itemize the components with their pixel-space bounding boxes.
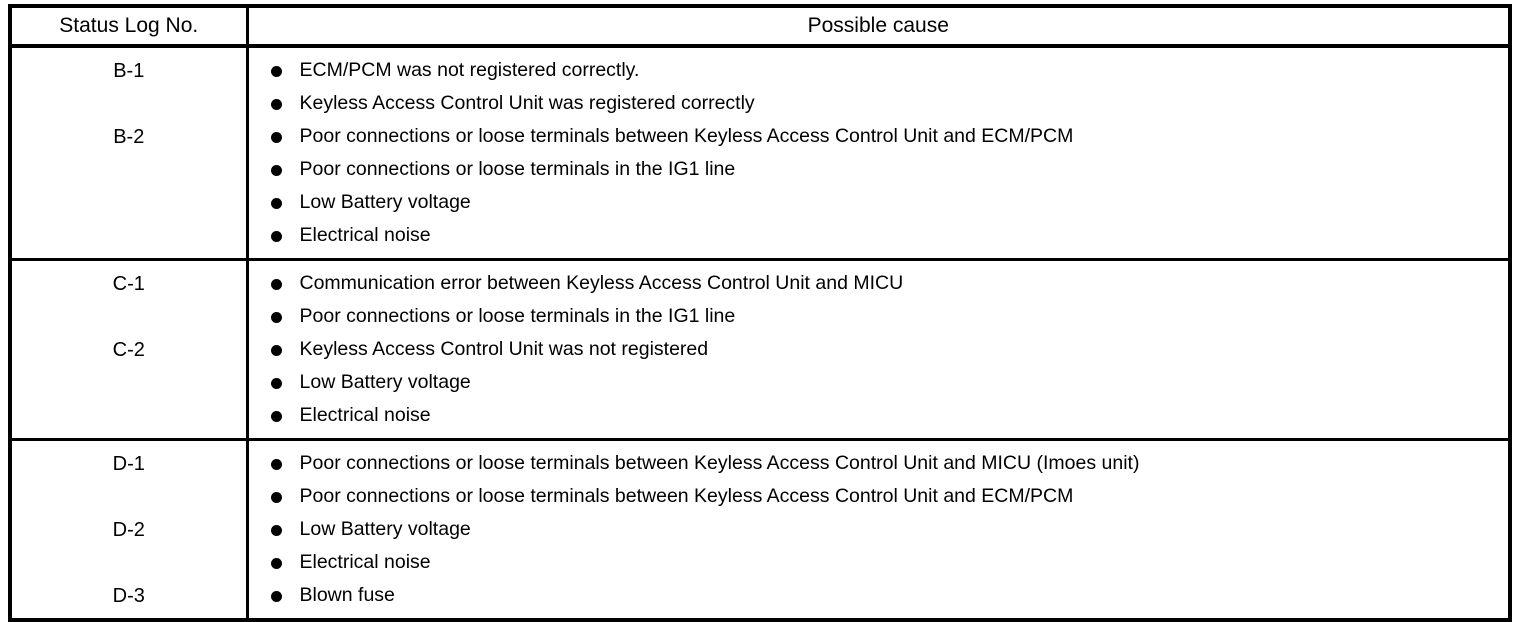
status-log-no-label: C-1 bbox=[112, 272, 145, 295]
list-item: Poor connections or loose terminals betw… bbox=[267, 480, 1499, 513]
list-item: Low Battery voltage bbox=[267, 513, 1499, 546]
status-log-no-label: D-1 bbox=[112, 452, 145, 475]
possible-cause-text: Low Battery voltage bbox=[299, 190, 471, 213]
list-item: ECM/PCM was not registered correctly. bbox=[267, 54, 1499, 87]
status-log-possible-cause-table: Status Log No. Possible cause B-1 B-2 EC… bbox=[8, 4, 1512, 622]
possible-cause-list: Communication error between Keyless Acce… bbox=[249, 261, 1509, 438]
bullet-circle-icon bbox=[270, 557, 282, 569]
status-log-no-label: D-2 bbox=[112, 518, 145, 541]
bullet-circle-icon bbox=[270, 197, 282, 209]
status-log-no-cell: D-1 D-2 D-3 bbox=[10, 438, 249, 620]
table-row: B-1 B-2 ECM/PCM was not registered corre… bbox=[10, 46, 1510, 260]
list-item: Communication error between Keyless Acce… bbox=[267, 267, 1499, 300]
possible-cause-text: Electrical noise bbox=[299, 550, 431, 573]
status-log-no-cell: C-1 C-2 bbox=[10, 258, 249, 440]
list-item: Poor connections or loose terminals betw… bbox=[267, 447, 1499, 480]
column-header-status-log-no: Status Log No. bbox=[10, 6, 249, 48]
possible-cause-cell: Communication error between Keyless Acce… bbox=[247, 258, 1510, 440]
list-item: Keyless Access Control Unit was register… bbox=[267, 87, 1499, 120]
header-row: Status Log No. Possible cause bbox=[10, 6, 1510, 48]
status-log-no-label: D-3 bbox=[112, 584, 145, 607]
possible-cause-text: Poor connections or loose terminals betw… bbox=[299, 451, 1140, 474]
bullet-circle-icon bbox=[270, 377, 282, 389]
bullet-circle-icon bbox=[270, 164, 282, 176]
bullet-circle-icon bbox=[270, 98, 282, 110]
bullet-circle-icon bbox=[270, 311, 282, 323]
status-log-no-label: B-2 bbox=[113, 125, 145, 148]
list-item: Poor connections or loose terminals betw… bbox=[267, 120, 1499, 153]
bullet-circle-icon bbox=[270, 344, 282, 356]
bullet-circle-icon bbox=[270, 524, 282, 536]
list-item: Keyless Access Control Unit was not regi… bbox=[267, 333, 1499, 366]
possible-cause-text: Electrical noise bbox=[299, 223, 431, 246]
possible-cause-text: Poor connections or loose terminals in t… bbox=[299, 304, 736, 327]
table-row: D-1 D-2 D-3 Poor connections or loose ter… bbox=[10, 438, 1510, 620]
possible-cause-text: Poor connections or loose terminals betw… bbox=[299, 124, 1074, 147]
bullet-circle-icon bbox=[270, 230, 282, 242]
list-item: Poor connections or loose terminals in t… bbox=[267, 300, 1499, 333]
possible-cause-cell: ECM/PCM was not registered correctly. Key… bbox=[247, 46, 1510, 260]
status-log-no-stack: C-1 C-2 bbox=[12, 261, 246, 438]
possible-cause-text: Low Battery voltage bbox=[299, 517, 471, 540]
status-log-no-stack: B-1 B-2 bbox=[12, 48, 246, 258]
bullet-circle-icon bbox=[270, 278, 282, 290]
list-item: Poor connections or loose terminals in t… bbox=[267, 153, 1499, 186]
status-log-no-label: C-2 bbox=[112, 338, 145, 361]
status-log-no-label: B-1 bbox=[113, 59, 145, 82]
possible-cause-list: Poor connections or loose terminals betw… bbox=[249, 441, 1509, 618]
list-item: Low Battery voltage bbox=[267, 366, 1499, 399]
possible-cause-text: Blown fuse bbox=[299, 583, 395, 606]
bullet-circle-icon bbox=[270, 65, 282, 77]
possible-cause-text: Keyless Access Control Unit was not regi… bbox=[299, 337, 709, 360]
possible-cause-text: Keyless Access Control Unit was register… bbox=[299, 91, 755, 114]
possible-cause-text: Poor connections or loose terminals in t… bbox=[299, 157, 736, 180]
possible-cause-cell: Poor connections or loose terminals betw… bbox=[247, 438, 1510, 620]
status-log-no-cell: B-1 B-2 bbox=[10, 46, 249, 260]
possible-cause-text: Electrical noise bbox=[299, 403, 431, 426]
bullet-circle-icon bbox=[270, 131, 282, 143]
list-item: Low Battery voltage bbox=[267, 186, 1499, 219]
column-header-possible-cause: Possible cause bbox=[247, 6, 1510, 48]
list-item: Blown fuse bbox=[267, 579, 1499, 612]
list-item: Electrical noise bbox=[267, 399, 1499, 432]
table-row: C-1 C-2 Communication error between Keyl… bbox=[10, 258, 1510, 440]
bullet-circle-icon bbox=[270, 410, 282, 422]
bullet-circle-icon bbox=[270, 458, 282, 470]
table-header: Status Log No. Possible cause bbox=[10, 6, 1510, 48]
bullet-circle-icon bbox=[270, 491, 282, 503]
status-log-no-stack: D-1 D-2 D-3 bbox=[12, 441, 246, 618]
possible-cause-text: Communication error between Keyless Acce… bbox=[299, 271, 904, 294]
possible-cause-text: Poor connections or loose terminals betw… bbox=[299, 484, 1074, 507]
list-item: Electrical noise bbox=[267, 546, 1499, 579]
document-page: Status Log No. Possible cause B-1 B-2 EC… bbox=[8, 4, 1512, 622]
bullet-circle-icon bbox=[270, 590, 282, 602]
possible-cause-text: Low Battery voltage bbox=[299, 370, 471, 393]
possible-cause-list: ECM/PCM was not registered correctly. Key… bbox=[249, 48, 1509, 258]
list-item: Electrical noise bbox=[267, 219, 1499, 252]
possible-cause-text: ECM/PCM was not registered correctly. bbox=[299, 58, 640, 81]
table-body: B-1 B-2 ECM/PCM was not registered corre… bbox=[10, 46, 1510, 620]
